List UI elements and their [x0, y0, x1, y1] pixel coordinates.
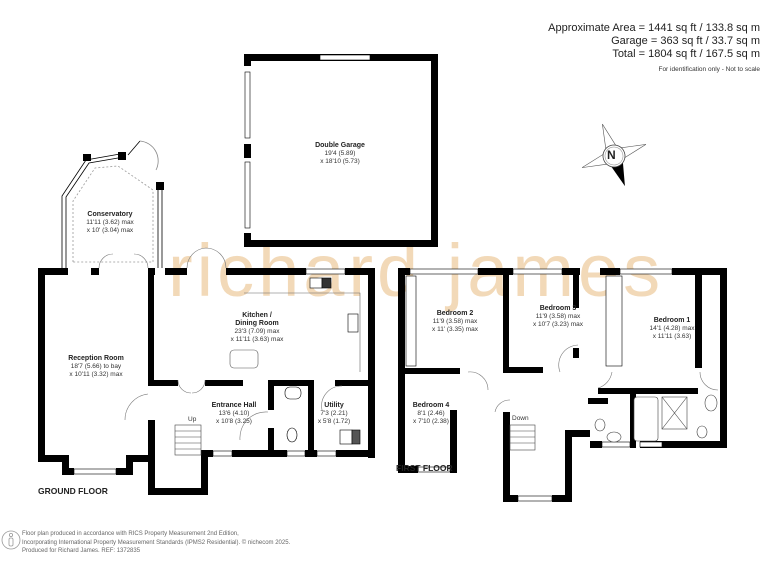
room-reception: Reception Room 18'7 (5.66) to bay x 10'1… [68, 355, 124, 379]
room-dim: x 10' (3.04) max [86, 227, 134, 234]
footer-line: Incorporating International Property Mea… [22, 539, 291, 546]
room-bedroom-2: Bedroom 2 11'9 (3.58) max x 11' (3.35) m… [432, 310, 478, 334]
garage-area: Garage = 363 sq ft / 33.7 sq m [611, 35, 760, 47]
room-name: Bedroom 2 [436, 310, 474, 317]
room-dim: x 18'10 (5.73) [320, 158, 360, 165]
room-dim: x 7'10 (2.38) [413, 418, 449, 425]
room-dim: 23'3 (7.09) max [234, 328, 280, 335]
room-dim: 19'4 (5.89) [324, 150, 356, 157]
room-double-garage: Double Garage 19'4 (5.89) x 18'10 (5.73) [315, 142, 365, 166]
room-dim: x 10'8 (3.25) [216, 418, 252, 425]
room-dim: x 10'11 (3.32) max [69, 371, 123, 378]
room-dim: 14'1 (4.28) max [649, 325, 695, 332]
room-conservatory: Conservatory 11'11 (3.62) max x 10' (3.0… [86, 211, 134, 235]
room-dim: 11'9 (3.58) max [432, 318, 478, 325]
room-dim: 13'6 (4.10) [218, 410, 250, 417]
room-name: Bedroom 1 [653, 317, 691, 324]
room-kitchen-dining: Kitchen / Dining Room 23'3 (7.09) max x … [231, 312, 284, 344]
room-utility: Utility 7'3 (2.21) x 5'8 (1.72) [318, 402, 350, 426]
room-name: Bedroom 3 [539, 305, 577, 312]
room-name: Conservatory [87, 211, 133, 218]
room-dim: x 5'8 (1.72) [317, 418, 351, 425]
total-area: Total = 1804 sq ft / 167.5 sq m [612, 48, 760, 60]
room-dim: 7'3 (2.21) [320, 410, 348, 417]
footer-line: Floor plan produced in accordance with R… [22, 531, 239, 537]
room-name: Bedroom 4 [412, 402, 450, 409]
room-dim: 11'9 (3.58) max [535, 313, 581, 320]
room-name: Dining Room [235, 320, 279, 327]
scale-note: For identification only - Not to scale [658, 66, 760, 73]
stairs-down-label: Down [512, 415, 529, 422]
stairs-up-label: Up [188, 416, 197, 423]
room-entrance-hall: Entrance Hall 13'6 (4.10) x 10'8 (3.25) [212, 402, 257, 426]
room-dim: 8'1 (2.46) [417, 410, 445, 417]
footer-line: Produced for Richard James. REF: 1372835 [22, 548, 141, 554]
compass-north-label: N [607, 148, 616, 162]
room-dim: 18'7 (5.66) to bay [70, 363, 122, 370]
room-bedroom-4: Bedroom 4 8'1 (2.46) x 7'10 (2.38) [413, 402, 450, 426]
room-bedroom-3: Bedroom 3 11'9 (3.58) max x 10'7 (3.23) … [533, 305, 583, 329]
person-icon [1, 530, 21, 550]
room-dim: 11'11 (3.62) max [86, 219, 134, 226]
room-name: Kitchen / [242, 312, 272, 319]
footer-note: Floor plan produced in accordance with R… [22, 530, 290, 556]
ground-floor-label: GROUND FLOOR [38, 486, 108, 496]
approximate-area: Approximate Area = 1441 sq ft / 133.8 sq… [548, 22, 760, 34]
room-dim: x 10'7 (3.23) max [532, 321, 584, 328]
room-name: Entrance Hall [211, 402, 257, 409]
room-bedroom-1: Bedroom 1 14'1 (4.28) max x 11'11 (3.63) [650, 317, 695, 341]
first-floor-label: FIRST FLOOR [396, 463, 453, 473]
room-name: Utility [324, 402, 344, 409]
room-dim: x 11'11 (3.63) max [230, 336, 284, 343]
room-dim: x 11'11 (3.63) [652, 333, 692, 340]
room-name: Double Garage [315, 142, 365, 149]
compass-icon [581, 123, 647, 187]
room-dim: x 11' (3.35) max [432, 326, 478, 333]
room-name: Reception Room [68, 355, 124, 362]
